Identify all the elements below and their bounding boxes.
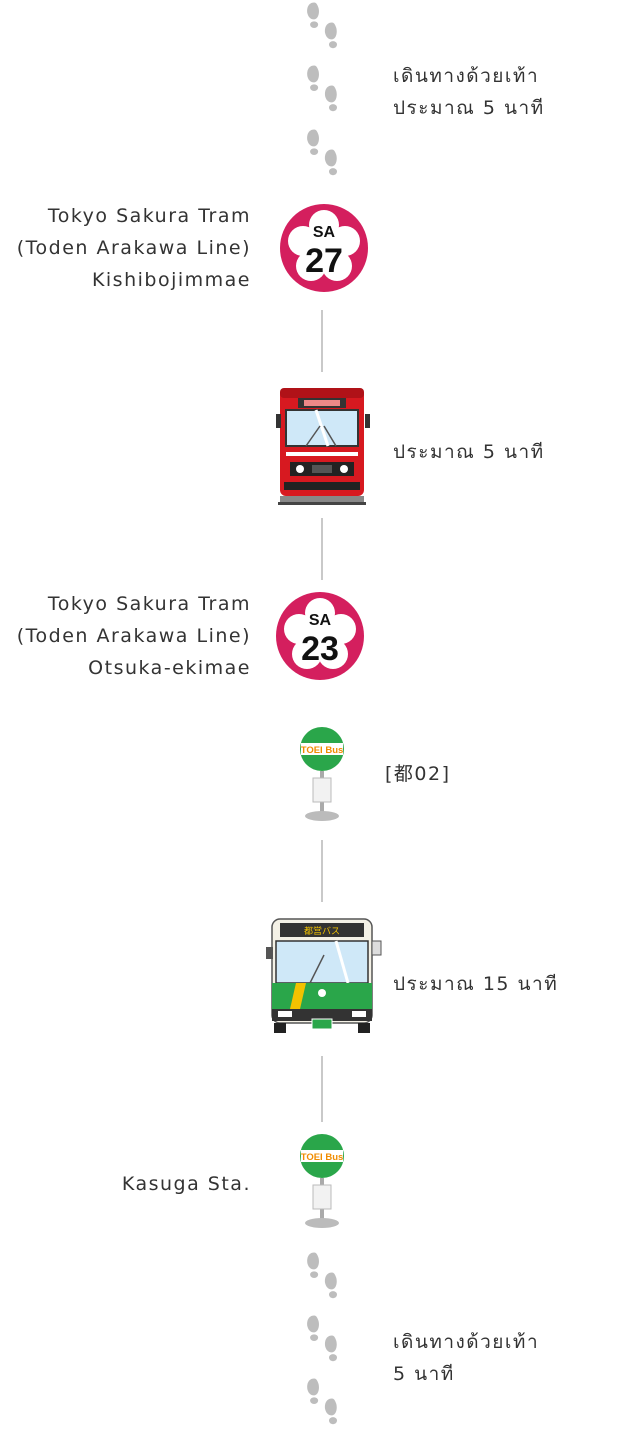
station-badge-sa23: SA 23 (276, 592, 364, 680)
footprints-icon (307, 1252, 337, 1299)
footprints-icon (307, 2, 337, 49)
tram-icon (276, 388, 370, 505)
route-line (321, 1056, 323, 1122)
walk-1-label: เดินทางด้วยเท้า ประมาณ 5 นาที (393, 60, 545, 124)
bus-stop-sign-icon: TOEI Bus (300, 1134, 344, 1228)
station-badge-sa27: SA 27 (280, 204, 368, 292)
footprints-icon (307, 1378, 337, 1425)
bus-stop-sign-icon: TOEI Bus (300, 727, 344, 821)
station-2-code: SA (309, 612, 332, 629)
walk-1-line1: เดินทางด้วยเท้า (393, 65, 540, 87)
bus-route-number: [都02] (385, 763, 451, 785)
bus-icon: 都営バス (266, 918, 382, 1033)
footprints-icon (307, 1315, 337, 1362)
footprints-icon (307, 65, 337, 112)
route-line (321, 518, 323, 580)
station-2-name: Otsuka-ekimae (88, 657, 251, 679)
station-1-line-name: Tokyo Sakura Tram (47, 205, 251, 227)
walk-2-line1: เดินทางด้วยเท้า (393, 1331, 540, 1353)
bus-stop-2-name: Kasuga Sta. (121, 1173, 251, 1195)
station-2-line-name: Tokyo Sakura Tram (47, 593, 251, 615)
station-2-line-alt: (Toden Arakawa Line) (16, 625, 251, 647)
bus-destination-sign: 都営バス (304, 925, 340, 937)
station-1-name: Kishibojimmae (91, 269, 251, 291)
station-2-number: 23 (301, 630, 339, 668)
station-1-number: 27 (305, 242, 343, 280)
station-1-label: Tokyo Sakura Tram (Toden Arakawa Line) K… (17, 200, 251, 296)
sakura-flower-icon (284, 598, 356, 669)
station-1-code: SA (313, 224, 336, 241)
walk-2-label: เดินทางด้วยเท้า 5 นาที (393, 1326, 539, 1390)
walk-1-line2: ประมาณ 5 นาที (393, 97, 545, 119)
footprints-icon (307, 129, 337, 176)
station-2-label: Tokyo Sakura Tram (Toden Arakawa Line) O… (17, 588, 251, 684)
route-line (321, 840, 323, 902)
bus-stop-1-sign: TOEI Bus (301, 745, 344, 756)
walk-2-line2: 5 นาที (393, 1363, 455, 1385)
bus-stop-2-sign: TOEI Bus (301, 1152, 344, 1163)
station-1-line-alt: (Toden Arakawa Line) (16, 237, 251, 259)
route-line (321, 310, 323, 372)
bus-duration: ประมาณ 15 นาที (393, 973, 559, 995)
tram-duration: ประมาณ 5 นาที (393, 441, 545, 463)
sakura-flower-icon (288, 210, 360, 281)
